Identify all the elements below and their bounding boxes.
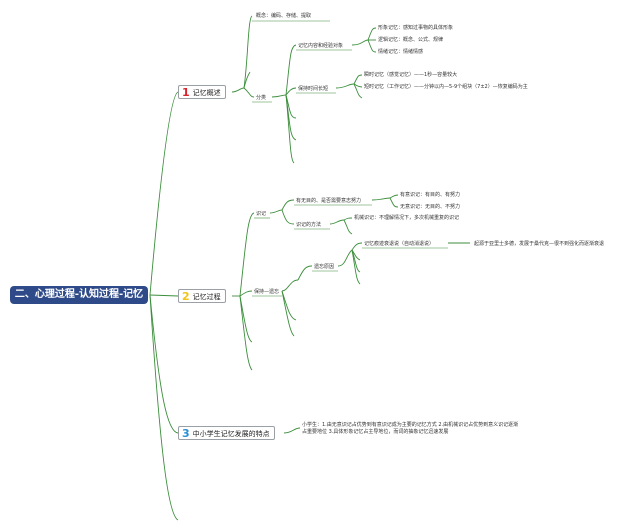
root-topic[interactable]: 二、心理过程-认知过程-记忆 — [10, 286, 148, 304]
link-b2-encode-fork — [269, 209, 283, 214]
link-b1-concept — [243, 15, 253, 89]
link-root-b2 — [149, 294, 179, 297]
link-b2-method-fork — [329, 219, 345, 225]
node-retain-forget[interactable]: 保持—遗忘 — [254, 289, 280, 295]
node-mechanical[interactable]: 机械识记：不理解情况下，多次机械重复的识记 — [354, 215, 460, 221]
branch-label: 中小学生记忆发展的特点 — [192, 430, 270, 438]
link-b2-retain-empty2 — [281, 290, 295, 337]
node-decay-note[interactable]: 起源于亚里士多德，发展于桑代克—很不到强化而逐渐衰退 — [474, 241, 605, 247]
node-classify[interactable]: 分类 — [256, 95, 267, 101]
branch-number: 1 — [182, 86, 190, 99]
link-b1-c1 — [367, 27, 377, 41]
link-b2-empty2 — [239, 295, 253, 371]
link-b1-t1 — [353, 74, 363, 85]
link-b1-content-fork — [351, 39, 369, 46]
link-b1-time — [285, 87, 297, 96]
link-b1-classify-fork — [271, 94, 287, 98]
link-b2-reason-fork — [337, 249, 353, 267]
link-root-b3 — [149, 294, 179, 434]
link-b2-purpose — [281, 199, 295, 211]
link-b2-m1 — [343, 217, 353, 221]
branch-number: 3 — [182, 427, 190, 440]
link-b2-empty1 — [239, 295, 253, 343]
link-b2-r3 — [351, 249, 361, 273]
link-b2-purpose-fork — [371, 197, 391, 201]
link-root-extra — [149, 294, 179, 521]
node-content-type-1[interactable]: 形象记忆：感知过事物的具体形象 — [378, 25, 454, 31]
link-b2-retain — [239, 290, 253, 297]
link-b2-p2 — [389, 197, 399, 208]
branch-label: 记忆过程 — [192, 293, 221, 301]
link-b1-extra — [243, 71, 251, 89]
link-b1-empty3 — [285, 94, 295, 164]
link-b1-c3 — [367, 39, 377, 53]
node-by-content[interactable]: 记忆内容和经验对象 — [298, 43, 344, 49]
link-b2-encode — [239, 212, 255, 297]
link-b2-r4 — [351, 249, 361, 285]
link-b2-p1 — [389, 194, 399, 199]
node-by-time[interactable]: 保持时间长短 — [298, 86, 329, 92]
link-b1-hub — [231, 87, 245, 93]
node-instant-memory[interactable]: 瞬时记忆（感觉记忆）——1秒—容量较大 — [364, 72, 458, 78]
node-short-memory[interactable]: 短时记忆（工作记忆）——分钟以内—5-9个组块（7±2）—恢复编码为主 — [364, 84, 528, 90]
link-b1-t3 — [353, 83, 363, 99]
node-content-type-2[interactable]: 逻辑记忆：概念、公式、规律 — [378, 37, 444, 43]
link-b1-content — [285, 44, 297, 96]
node-content-type-3[interactable]: 情绪记忆：情绪情感 — [378, 49, 424, 55]
node-method[interactable]: 识记的方法 — [296, 222, 322, 228]
node-with-purpose[interactable]: 有无目的、是否需要意志努力 — [296, 198, 362, 204]
node-intentional[interactable]: 有意识记：有目的、有努力 — [400, 192, 461, 198]
link-root-b1 — [149, 91, 179, 296]
link-b1-time-fork — [335, 83, 355, 89]
branch-label: 记忆概述 — [192, 89, 221, 97]
link-b2-decay — [351, 242, 363, 251]
link-b2-method — [281, 209, 295, 225]
node-decay-theory[interactable]: 记忆痕迹衰退说（自动消退说） — [364, 241, 435, 247]
link-b2-retain-fork — [281, 279, 299, 292]
node-unintentional[interactable]: 无意识记：无目的、不努力 — [400, 204, 461, 210]
link-b2-reason — [297, 265, 313, 281]
branch-number: 2 — [182, 290, 190, 303]
link-b1-classify — [243, 87, 255, 98]
node-forget-reason[interactable]: 遗忘原因 — [314, 264, 335, 270]
node-encode[interactable]: 识记 — [256, 211, 267, 217]
link-b3-text — [283, 427, 301, 434]
node-concept[interactable]: 概念：编码、存储、提取 — [256, 13, 312, 19]
link-b2-m2 — [343, 219, 353, 235]
link-b1-t2 — [353, 83, 363, 88]
link-b2-retain-empty1 — [281, 290, 297, 321]
node-primary-student-features[interactable]: 小学生：1.由无意识记占优势到有意识记成为主要的记忆方式 2.由机械识记占优势到… — [302, 422, 519, 435]
